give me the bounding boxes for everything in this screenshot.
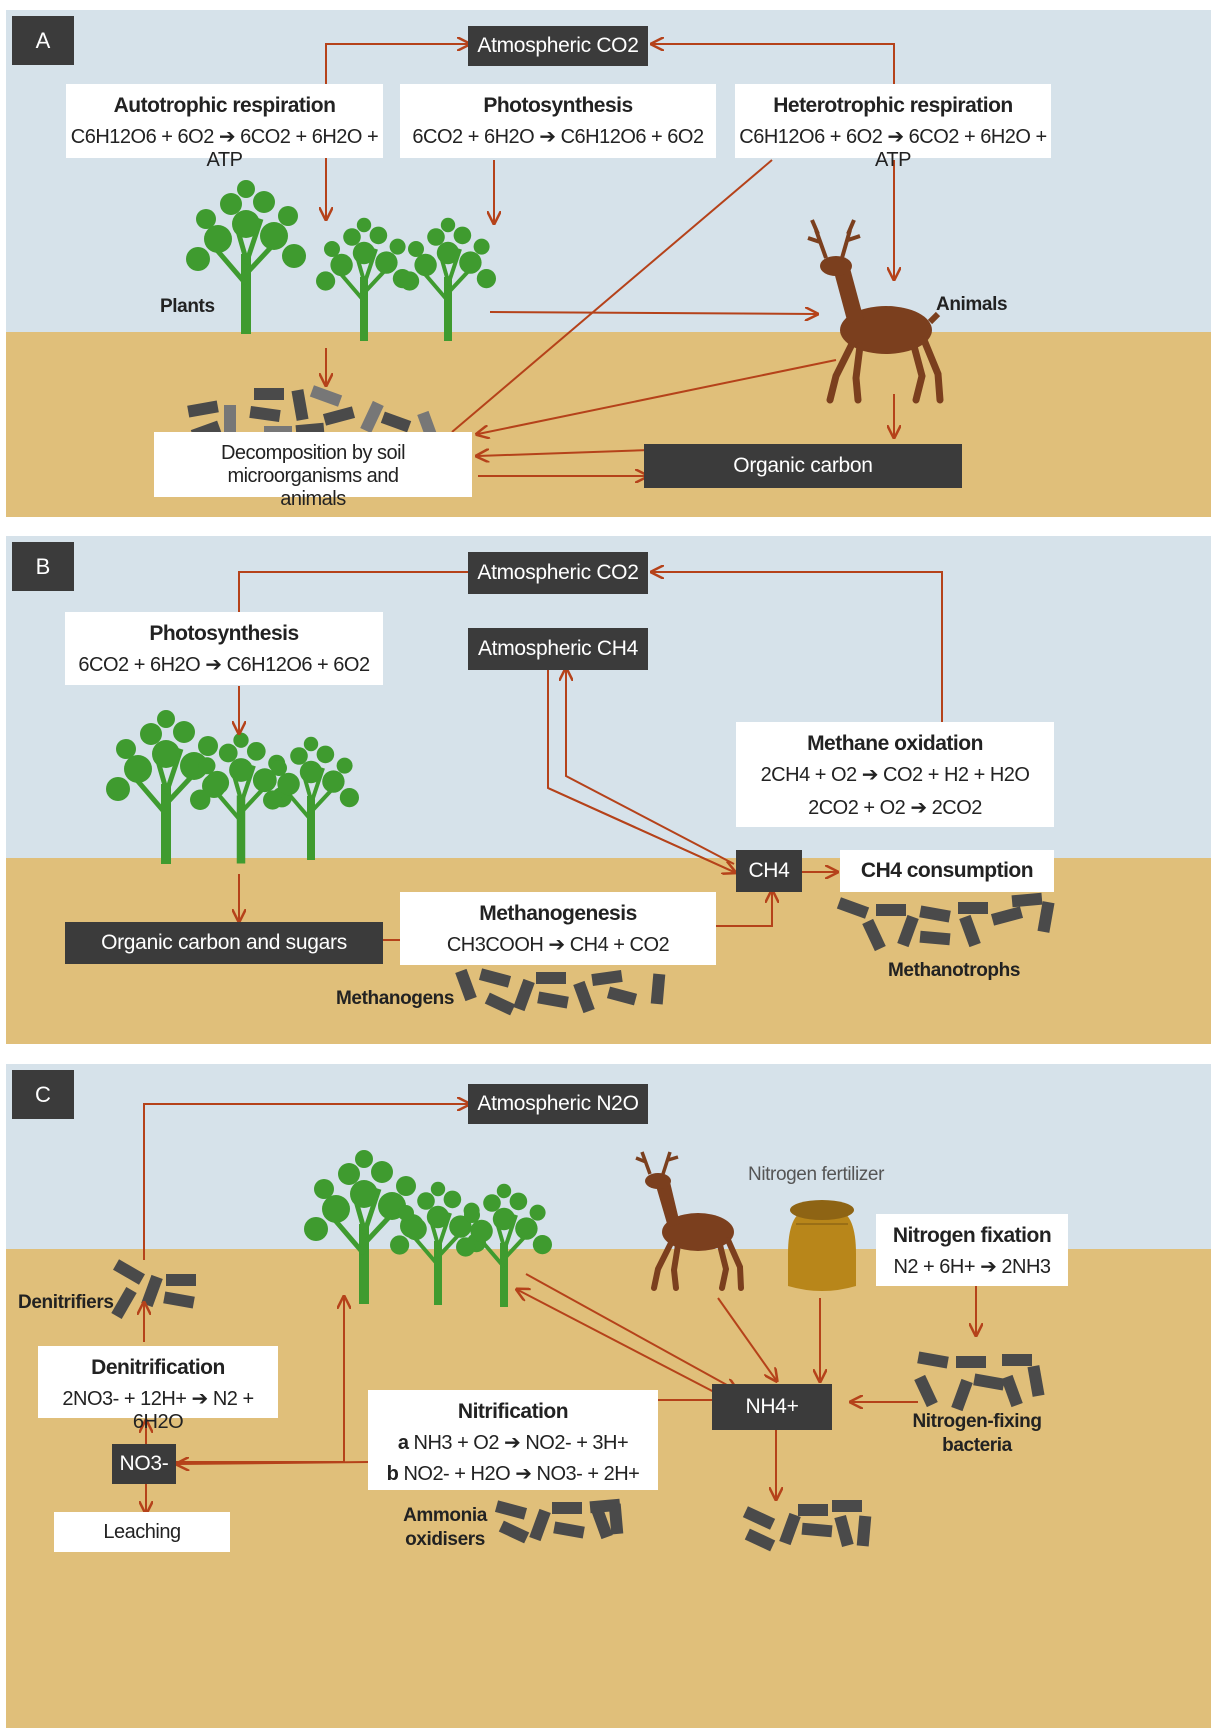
decomposition-label: Decomposition by soil microorganisms and…	[220, 442, 406, 510]
photosynthesis-title: Photosynthesis	[149, 622, 299, 645]
methanogenesis-equation: CH3COOH ➔ CH4 + CO2	[446, 934, 670, 956]
methanogens-label: Methanogens	[336, 988, 455, 1009]
nitrification-equation-b-label: b	[386, 1463, 399, 1485]
ch4-consumption-label: CH4 consumption	[860, 859, 1034, 882]
methanogens-icon	[455, 968, 666, 1016]
photosynthesis-title: Photosynthesis	[483, 94, 633, 117]
plants-label: Plants	[160, 296, 215, 317]
atmospheric-co2-box: Atmospheric CO2	[468, 26, 648, 66]
decomposition-box: Decomposition by soil microorganisms and…	[154, 432, 472, 510]
ammonia-oxidisers-label: Ammonia oxidisers	[403, 1505, 487, 1550]
nh4-box: NH4+	[712, 1384, 832, 1430]
organic-carbon-box: Organic carbon	[644, 444, 962, 488]
organic-carbon-sugars-box: Organic carbon and sugars	[65, 922, 383, 964]
methanogenesis-title: Methanogenesis	[479, 902, 637, 925]
microbes-icon	[742, 1500, 872, 1552]
panel-a-graphics	[6, 10, 1211, 517]
tree-icon	[400, 218, 496, 341]
nitrification-equation-a-label: a	[397, 1432, 409, 1454]
nitrogen-fixation-title: Nitrogen fixation	[892, 1224, 1052, 1247]
deer-icon	[636, 1152, 741, 1288]
heterotrophic-respiration-title: Heterotrophic respiration	[773, 94, 1013, 117]
photosynthesis-equation: 6CO2 + 6H2O ➔ C6H12O6 + 6O2	[78, 654, 370, 676]
nitrification-equation-b-row: b NO2- + H2O ➔ NO3- + 2H+	[368, 1461, 658, 1486]
methane-oxidation-box: Methane oxidation 2CH4 + O2 ➔ CO2 + H2 +…	[736, 722, 1054, 827]
autotrophic-respiration-equation: C6H12O6 + 6O2 ➔ 6CO2 + 6H2O + ATP	[70, 126, 379, 171]
panel-c-tag: C	[12, 1070, 74, 1119]
flow-arrows	[326, 44, 894, 476]
nitrification-box: Nitrification a NH3 + O2 ➔ NO2- + 3H+ b …	[368, 1390, 658, 1490]
photosynthesis-equation: 6CO2 + 6H2O ➔ C6H12O6 + 6O2	[412, 126, 704, 148]
nitrification-equation-a: NH3 + O2 ➔ NO2- + 3H+	[413, 1432, 629, 1454]
animals-label: Animals	[936, 294, 1008, 315]
nitrogen-fixing-bacteria-icon	[914, 1351, 1045, 1412]
methane-oxidation-equation-1: 2CH4 + O2 ➔ CO2 + H2 + H2O	[760, 764, 1030, 786]
nitrification-equation-a-row: a NH3 + O2 ➔ NO2- + 3H+	[368, 1430, 658, 1455]
ammonia-oxidisers-icon	[494, 1498, 624, 1544]
nitrogen-fertilizer-label: Nitrogen fertilizer	[748, 1164, 885, 1185]
methane-oxidation-equation-2: 2CO2 + O2 ➔ 2CO2	[808, 797, 982, 819]
denitrification-box: Denitrification 2NO3- + 12H+ ➔ N2 + 6H2O	[38, 1346, 278, 1433]
panel-b-tag: B	[12, 542, 74, 591]
panel-a-tag: A	[12, 16, 74, 65]
methanotrophs-icon	[836, 892, 1055, 952]
methanogenesis-box: Methanogenesis CH3COOH ➔ CH4 + CO2	[400, 892, 716, 965]
flow-arrows	[144, 1104, 976, 1512]
panel-c: C Atmospheric N2O Nitrogen fertilizer Ni…	[6, 1064, 1211, 1728]
ch4-consumption-box: CH4 consumption	[840, 850, 1054, 892]
leaching-label: Leaching	[103, 1521, 181, 1543]
panel-c-graphics	[111, 1064, 1045, 1552]
denitrifiers-label: Denitrifiers	[18, 1292, 114, 1313]
tree-icon	[316, 218, 412, 341]
heterotrophic-respiration-box: Heterotrophic respiration C6H12O6 + 6O2 …	[735, 84, 1051, 171]
panel-b-graphics	[6, 536, 1055, 1016]
atmospheric-n2o-box: Atmospheric N2O	[468, 1084, 648, 1124]
methanotrophs-label: Methanotrophs	[888, 960, 1021, 981]
atmospheric-co2-box: Atmospheric CO2	[468, 552, 648, 594]
denitrification-title: Denitrification	[91, 1356, 225, 1379]
nitrogen-fixation-box: Nitrogen fixation N2 + 6H+ ➔ 2NH3	[876, 1214, 1068, 1286]
tree-icon	[456, 1184, 552, 1307]
autotrophic-respiration-title: Autotrophic respiration	[113, 94, 336, 117]
denitrifiers-icon	[111, 1259, 196, 1319]
autotrophic-respiration-box: Autotrophic respiration C6H12O6 + 6O2 ➔ …	[66, 84, 383, 171]
nitrification-equation-b: NO2- + H2O ➔ NO3- + 2H+	[403, 1463, 640, 1485]
photosynthesis-box: Photosynthesis 6CO2 + 6H2O ➔ C6H12O6 + 6…	[400, 84, 716, 158]
leaching-box: Leaching	[54, 1512, 230, 1552]
atmospheric-ch4-box: Atmospheric CH4	[468, 628, 648, 670]
methane-oxidation-title: Methane oxidation	[807, 732, 983, 755]
denitrification-equation: 2NO3- + 12H+ ➔ N2 + 6H2O	[62, 1388, 254, 1433]
deer-icon	[808, 220, 940, 400]
fertilizer-sack-icon	[788, 1200, 856, 1291]
no3-box: NO3-	[112, 1444, 176, 1484]
panel-b: B Atmospheric CO2 Atmospheric CH4 Photos…	[6, 536, 1211, 1044]
nitrogen-fixation-equation: N2 + 6H+ ➔ 2NH3	[893, 1256, 1051, 1278]
photosynthesis-box: Photosynthesis 6CO2 + 6H2O ➔ C6H12O6 + 6…	[65, 612, 383, 685]
nitrogen-fixing-bacteria-label: Nitrogen-fixing bacteria	[912, 1411, 1042, 1456]
nitrification-title: Nitrification	[457, 1400, 569, 1423]
heterotrophic-respiration-equation: C6H12O6 + 6O2 ➔ 6CO2 + 6H2O + ATP	[739, 126, 1047, 171]
panel-a: A Atmospheric CO2 Autotrophic respiratio…	[6, 10, 1211, 517]
ch4-box: CH4	[736, 850, 802, 892]
